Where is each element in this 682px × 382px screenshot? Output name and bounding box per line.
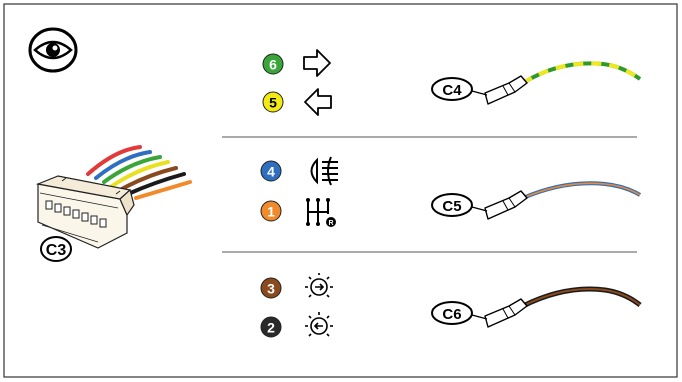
- frame: [3, 3, 678, 378]
- svg-text:1: 1: [267, 204, 275, 220]
- pin-3: 3: [260, 277, 282, 299]
- svg-text:6: 6: [269, 57, 277, 73]
- light-bulb-plus-icon: [305, 273, 333, 298]
- svg-text:5: 5: [269, 95, 277, 111]
- pin-5: 5: [262, 91, 284, 113]
- left-turn-arrow-icon: [304, 88, 332, 116]
- terminal-c6-label: C6: [431, 301, 488, 325]
- wire-c4: [484, 61, 642, 105]
- fog-light-icon: [310, 156, 338, 186]
- connector-c3-label: C3: [40, 236, 72, 262]
- right-turn-arrow-icon: [303, 49, 331, 77]
- svg-text:C3: C3: [46, 242, 67, 259]
- svg-text:C5: C5: [442, 198, 461, 215]
- svg-text:C4: C4: [442, 82, 462, 99]
- wire-c6: [484, 286, 642, 328]
- eye-icon: [28, 27, 78, 73]
- terminal-c5-label: C5: [431, 193, 488, 217]
- wire-c5: [484, 181, 642, 220]
- light-bulb-minus-icon: [305, 312, 333, 337]
- pin-2: 2: [260, 316, 282, 338]
- svg-text:R: R: [328, 220, 333, 227]
- terminal-c4-label: C4: [431, 77, 488, 101]
- pin-1: 1: [260, 200, 282, 222]
- pin-6: 6: [262, 53, 284, 75]
- svg-text:2: 2: [267, 320, 275, 336]
- pin-4: 4: [260, 160, 282, 182]
- svg-text:4: 4: [267, 164, 275, 180]
- reverse-gear-icon: R: [306, 198, 336, 227]
- connector-wires: [86, 145, 192, 200]
- connector-c3: C3: [35, 145, 192, 262]
- svg-text:C6: C6: [442, 306, 461, 323]
- svg-text:3: 3: [267, 281, 275, 297]
